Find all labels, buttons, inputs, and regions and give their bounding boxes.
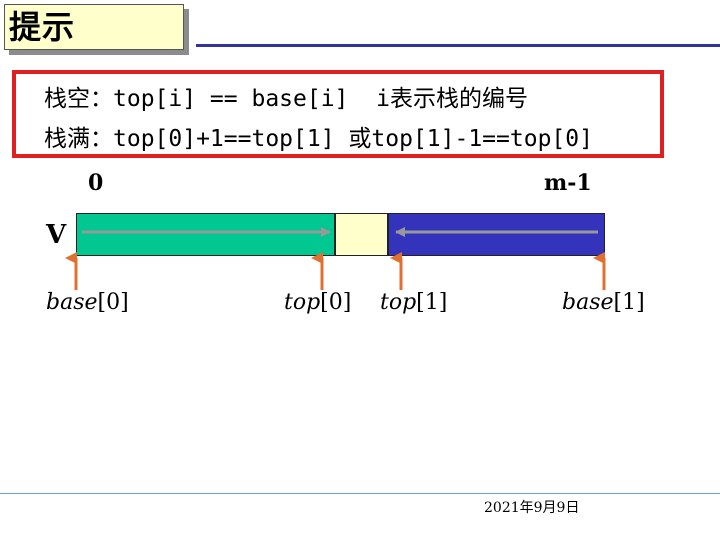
index-end-label: m-1 bbox=[544, 170, 592, 196]
footer-date: 2021年9月9日 bbox=[484, 500, 580, 516]
full-condition-text: 栈满：top[0]+1==top[1] 或top[1]-1==top[0] bbox=[44, 126, 593, 152]
base0-label: base[0] bbox=[46, 290, 129, 315]
title-box: 提示 bbox=[4, 4, 184, 50]
free-space-region bbox=[335, 213, 388, 256]
title-underline bbox=[196, 44, 720, 47]
stack0-region bbox=[76, 213, 335, 256]
condition-box bbox=[12, 70, 664, 158]
page-title: 提示 bbox=[9, 8, 76, 46]
vector-label: V bbox=[46, 220, 67, 250]
base1-label: base[1] bbox=[562, 290, 645, 315]
empty-condition-text: 栈空：top[i] == base[i] i表示栈的编号 bbox=[44, 86, 528, 112]
footer-divider bbox=[0, 493, 720, 494]
stack1-region bbox=[388, 213, 605, 256]
index-start-label: 0 bbox=[88, 170, 104, 196]
top0-label: top[0] bbox=[284, 290, 352, 315]
top1-label: top[1] bbox=[380, 290, 448, 315]
